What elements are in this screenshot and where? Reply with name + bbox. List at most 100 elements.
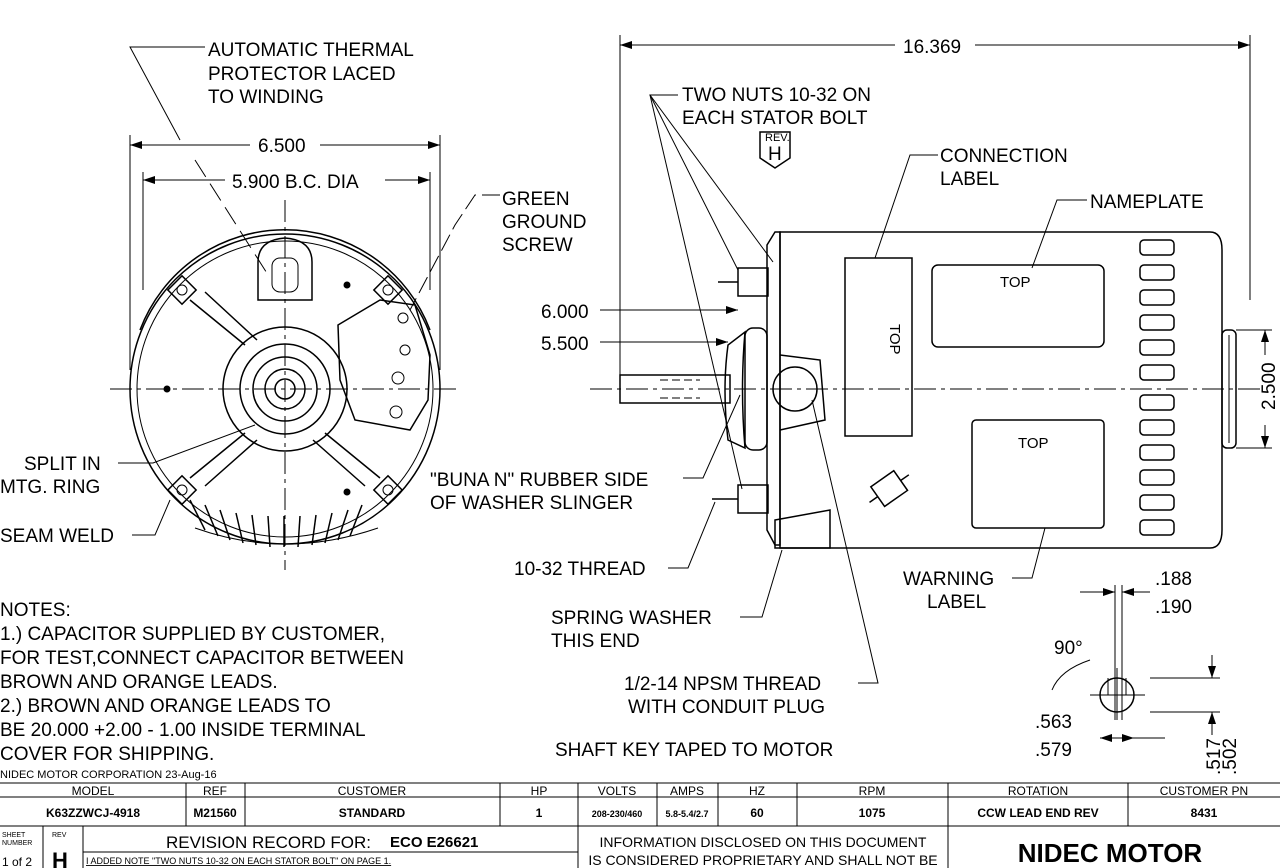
dim-517: .517 bbox=[1204, 738, 1225, 775]
notes-line-2: FOR TEST,CONNECT CAPACITOR BETWEEN bbox=[0, 648, 404, 669]
angle-90: 90° bbox=[1054, 638, 1083, 659]
spring-washer-label-1: SPRING WASHER bbox=[551, 608, 712, 629]
td-ref: M21560 bbox=[193, 806, 237, 820]
spring-washer-label-2: THIS END bbox=[551, 631, 640, 652]
mount-bolt-br bbox=[372, 474, 404, 506]
td-hp: 1 bbox=[536, 806, 543, 820]
dim-563: .563 bbox=[1035, 712, 1072, 733]
revision-record-eco: ECO E26621 bbox=[390, 834, 478, 851]
revision-record-title: REVISION RECORD FOR: bbox=[166, 833, 371, 852]
stator-bolt-top bbox=[737, 267, 769, 297]
split-ring-label-1: SPLIT IN bbox=[24, 454, 101, 475]
green-ground-label-1: GREEN bbox=[502, 189, 570, 210]
shaft bbox=[619, 374, 731, 404]
two-nuts-label-2: EACH STATOR BOLT bbox=[682, 108, 868, 129]
th-customer: CUSTOMER bbox=[338, 784, 407, 798]
thermal-protector-label-1: AUTOMATIC THERMAL bbox=[208, 40, 414, 61]
th-hz: HZ bbox=[749, 784, 765, 798]
rubber-side-label-2: OF WASHER SLINGER bbox=[430, 493, 633, 514]
conduit-plug bbox=[772, 366, 818, 412]
notes-line-0: NOTES: bbox=[0, 600, 71, 621]
td-volts: 208-230/460 bbox=[592, 809, 643, 819]
dim-5900: 5.900 B.C. DIA bbox=[232, 172, 359, 193]
rubber-side-label-1: "BUNA N" RUBBER SIDE bbox=[430, 470, 648, 491]
th-rotation: ROTATION bbox=[1008, 784, 1068, 798]
green-ground-label-3: SCREW bbox=[502, 235, 573, 256]
sheet-value: 1 of 2 bbox=[2, 855, 32, 868]
rev-tag-small: REV. bbox=[765, 132, 790, 144]
side-view: 16.369 TOP TOP TOP bbox=[430, 35, 1280, 718]
warning-top-text: TOP bbox=[1018, 435, 1049, 452]
th-model: MODEL bbox=[72, 784, 115, 798]
td-hz: 60 bbox=[750, 806, 764, 820]
nameplate-label: NAMEPLATE bbox=[1090, 192, 1204, 213]
td-amps: 5.8-5.4/2.7 bbox=[665, 809, 708, 819]
dim-579: .579 bbox=[1035, 740, 1072, 761]
mount-bolt-tl bbox=[166, 274, 198, 306]
warning-label-area bbox=[971, 419, 1105, 529]
rev-label: REV bbox=[52, 832, 67, 839]
npsm-thread-label-2: WITH CONDUIT PLUG bbox=[628, 697, 825, 718]
disclosure-line-2: IS CONSIDERED PROPRIETARY AND SHALL NOT … bbox=[588, 852, 937, 868]
notes-line-6: COVER FOR SHIPPING. bbox=[0, 744, 214, 765]
terminal-block bbox=[337, 299, 431, 431]
dim-190: .190 bbox=[1155, 597, 1192, 618]
title-block: MODEL REF CUSTOMER HP VOLTS AMPS HZ RPM … bbox=[0, 782, 1280, 868]
footer-company: NIDEC MOTOR CORPORATION 23-Aug-16 bbox=[0, 769, 217, 781]
split-ring-label-2: MTG. RING bbox=[0, 477, 100, 498]
td-customer-pn: 8431 bbox=[1191, 806, 1218, 820]
thermal-protector-label-2: PROTECTOR LACED bbox=[208, 64, 396, 85]
rev-tag-letter: H bbox=[768, 144, 782, 165]
dim-188: .188 bbox=[1155, 569, 1192, 590]
warning-label-2: LABEL bbox=[927, 592, 986, 613]
dim-502: .502 bbox=[1220, 738, 1241, 775]
td-customer: STANDARD bbox=[339, 806, 406, 820]
th-rpm: RPM bbox=[859, 784, 886, 798]
td-rotation: CCW LEAD END REV bbox=[977, 806, 1098, 820]
connection-top-text: TOP bbox=[886, 324, 903, 355]
thread-1032-label: 10-32 THREAD bbox=[514, 559, 646, 580]
dim-5500: 5.500 bbox=[541, 334, 589, 355]
connection-label-2: LABEL bbox=[940, 169, 999, 190]
motor-body bbox=[779, 231, 1223, 549]
brand-name: NIDEC MOTOR bbox=[1018, 838, 1203, 868]
th-amps: AMPS bbox=[670, 784, 704, 798]
rev-value: H bbox=[52, 848, 68, 868]
end-view: AUTOMATIC THERMAL PROTECTOR LACED TO WIN… bbox=[0, 40, 586, 570]
notes-line-5: BE 20.000 +2.00 - 1.00 INSIDE TERMINAL bbox=[0, 720, 366, 741]
sheet-label-1: SHEET bbox=[2, 832, 26, 839]
th-customer-pn: CUSTOMER PN bbox=[1160, 784, 1248, 798]
connection-label-1: CONNECTION bbox=[940, 146, 1068, 167]
key-detail: .188 .190 90° .563 .579 .517 .502 bbox=[1035, 569, 1241, 775]
two-nuts-label-1: TWO NUTS 10-32 ON bbox=[682, 85, 871, 106]
th-hp: HP bbox=[531, 784, 548, 798]
disclosure-line-1: INFORMATION DISCLOSED ON THIS DOCUMENT bbox=[600, 834, 927, 850]
th-volts: VOLTS bbox=[598, 784, 636, 798]
notes-line-1: 1.) CAPACITOR SUPPLIED BY CUSTOMER, bbox=[0, 624, 385, 645]
sheet-label-2: NUMBER bbox=[2, 840, 32, 847]
connection-label-area bbox=[844, 257, 913, 437]
dim-16369: 16.369 bbox=[903, 37, 961, 58]
seam-weld-label: SEAM WELD bbox=[0, 526, 114, 547]
notes-line-4: 2.) BROWN AND ORANGE LEADS TO bbox=[0, 696, 331, 717]
dim-2500: 2.500 bbox=[1259, 362, 1280, 410]
td-model: K63ZZWCJ-4918 bbox=[46, 806, 140, 820]
cooling-slots bbox=[1139, 239, 1175, 536]
dim-6000: 6.000 bbox=[541, 302, 589, 323]
green-ground-label-2: GROUND bbox=[502, 212, 586, 233]
nameplate-top-text: TOP bbox=[1000, 274, 1031, 291]
th-ref: REF bbox=[203, 784, 227, 798]
dim-6500: 6.500 bbox=[258, 136, 306, 157]
revision-note: I ADDED NOTE "TWO NUTS 10-32 ON EACH STA… bbox=[86, 856, 391, 866]
bottom-fins bbox=[189, 499, 379, 548]
warning-label-1: WARNING bbox=[903, 569, 994, 590]
mount-bolt-bl bbox=[166, 474, 198, 506]
stator-bolt-bottom bbox=[737, 484, 769, 514]
notes: NOTES: 1.) CAPACITOR SUPPLIED BY CUSTOME… bbox=[0, 600, 404, 765]
nameplate-area bbox=[931, 264, 1105, 348]
mount-bolt-tr bbox=[372, 274, 404, 306]
td-rpm: 1075 bbox=[859, 806, 886, 820]
rev-tag bbox=[759, 131, 791, 169]
npsm-thread-label-1: 1/2-14 NPSM THREAD bbox=[624, 674, 821, 695]
